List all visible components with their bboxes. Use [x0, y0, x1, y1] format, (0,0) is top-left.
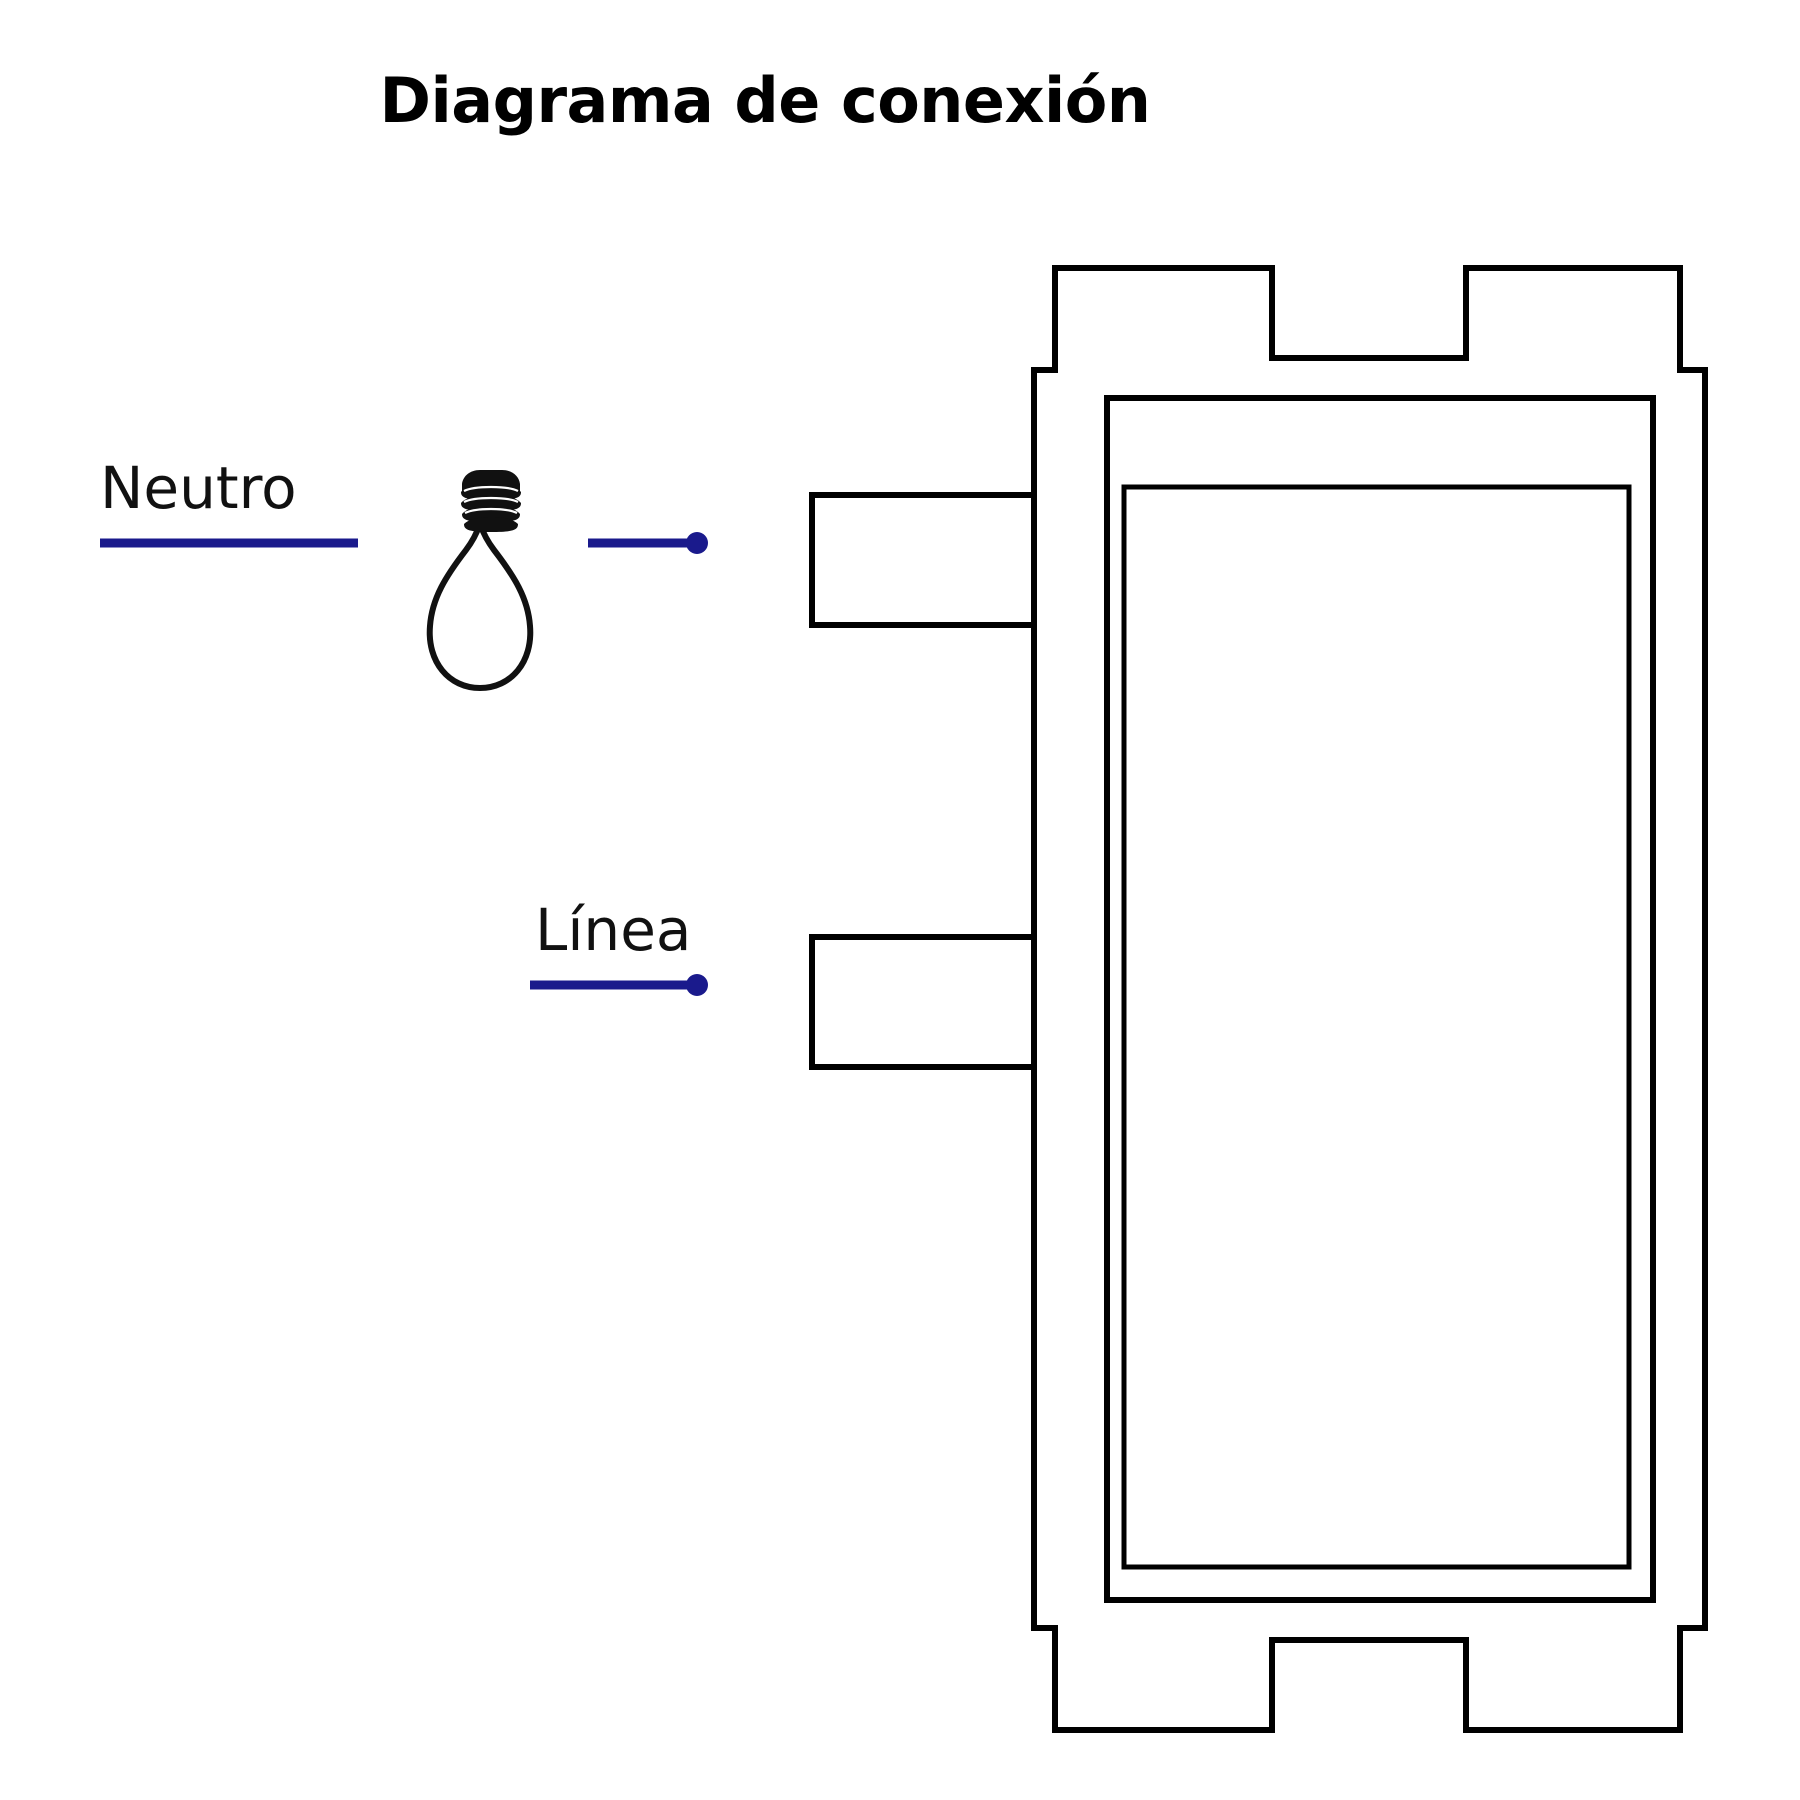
neutral-label: Neutro	[100, 454, 297, 522]
bulb-to-terminal-wire	[588, 532, 708, 554]
switch-rocker	[1121, 484, 1632, 1570]
light-bulb-icon	[426, 470, 534, 691]
terminal-upper	[809, 492, 1045, 628]
wire-end-dot	[686, 532, 708, 554]
line-label: Línea	[535, 896, 691, 964]
bulb-screw-base	[461, 470, 521, 532]
terminal-lower	[809, 934, 1045, 1070]
wire-end-dot	[686, 974, 708, 996]
page-title: Diagrama de conexión	[380, 64, 1151, 137]
line-wire	[530, 974, 708, 996]
